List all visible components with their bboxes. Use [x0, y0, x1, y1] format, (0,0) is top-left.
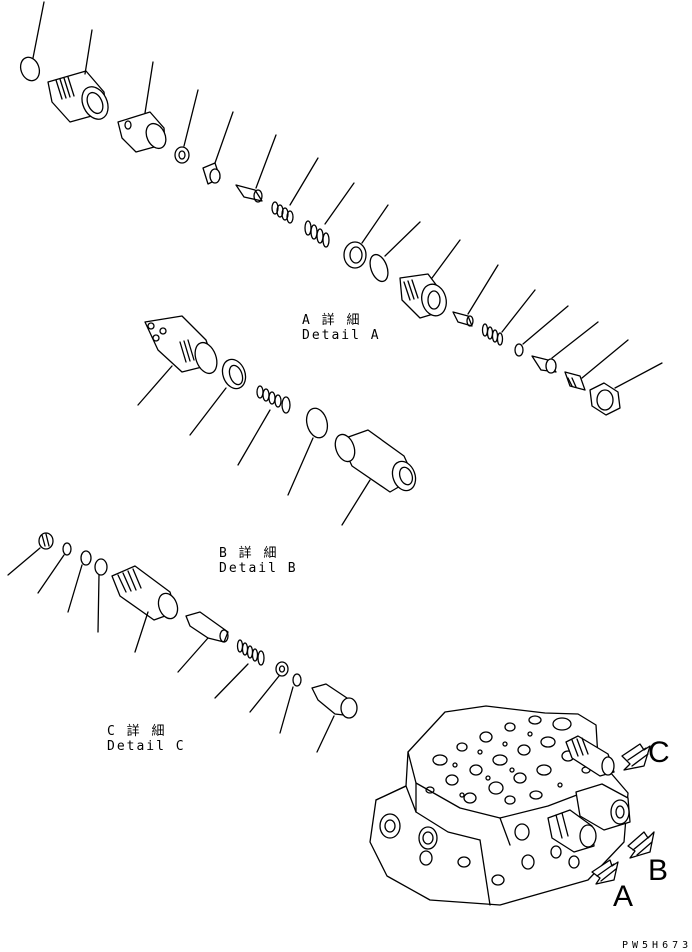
control-valve-assembly [369, 705, 655, 906]
view-arrow-c [621, 743, 651, 771]
part-a2-plug [47, 29, 109, 123]
part-a5-piston [202, 111, 234, 185]
detail-a-label: A 詳 細 Detail A [302, 313, 381, 343]
part-a1-o-ring [19, 1, 45, 82]
detail-a-subtitle: Detail A [302, 328, 381, 343]
detail-c-subtitle: Detail C [107, 739, 186, 754]
detail-b-label: B 詳 細 Detail B [219, 546, 298, 576]
part-a12-pin [452, 264, 499, 327]
part-a6-pin [235, 134, 277, 203]
part-c9-o-ring [279, 673, 302, 734]
part-c4-o-ring [94, 558, 108, 633]
part-c7-spring [214, 639, 265, 699]
part-a4-nut [174, 89, 199, 164]
part-a11-valve-body [399, 239, 461, 319]
part-c3-o-ring [67, 550, 92, 613]
view-arrow-b [627, 831, 655, 859]
view-label-b: B [648, 854, 669, 887]
part-a8-spring [304, 182, 355, 248]
view-arrow-a [591, 859, 619, 885]
part-b4-o-ring [287, 407, 329, 496]
part-c6-pin [177, 611, 229, 673]
part-a10-o-ring [369, 221, 421, 283]
detail-b-parts [137, 315, 417, 526]
view-label-a: A [613, 880, 634, 913]
part-a16-screw [564, 339, 629, 391]
part-c1-plug [7, 532, 54, 576]
installed-detail-a [547, 809, 597, 853]
installed-detail-c [565, 735, 615, 777]
part-c8-washer [249, 661, 289, 713]
installed-detail-b [575, 783, 631, 831]
part-a7-spring [271, 157, 319, 224]
part-a9-retainer [343, 204, 389, 269]
detail-b-subtitle: Detail B [219, 561, 298, 576]
part-b3-spring [237, 385, 291, 466]
part-a17-lock-nut [589, 362, 663, 416]
detail-b-title: B 詳 細 [219, 546, 279, 561]
detail-a-title: A 詳 細 [302, 313, 362, 328]
part-c5-valve-body [111, 565, 179, 653]
detail-a-parts [19, 1, 663, 416]
part-a3-sleeve [117, 61, 167, 153]
detail-c-title: C 詳 細 [107, 724, 167, 739]
part-a15-poppet [531, 321, 599, 374]
part-b2-collar [189, 358, 247, 436]
detail-c-label: C 詳 細 Detail C [107, 724, 186, 754]
part-c10-plug [311, 683, 358, 753]
detail-c-parts [7, 532, 358, 753]
part-b5-plug [334, 429, 417, 526]
part-c2-o-ring [37, 542, 72, 594]
part-b1-spool [137, 315, 218, 406]
part-a14-o-ring [514, 305, 569, 357]
valve-front-ports [379, 813, 580, 886]
view-label-c: C [648, 736, 670, 769]
part-a13-spring [481, 289, 536, 346]
drawing-code: PW5H673 [622, 940, 692, 951]
